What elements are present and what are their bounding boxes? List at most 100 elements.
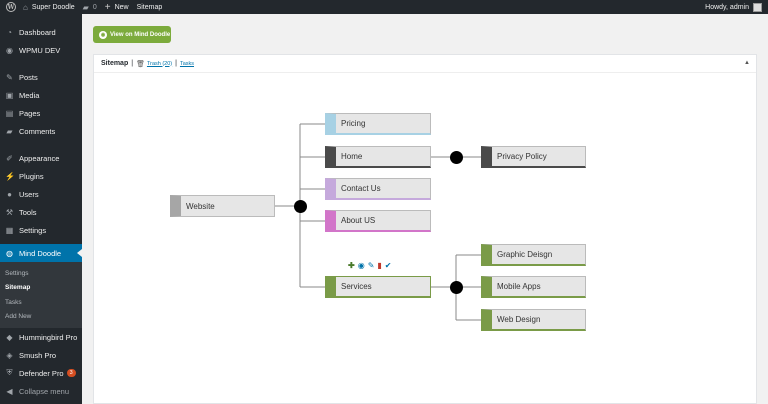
- menu-hummingbird[interactable]: ◆Hummingbird Pro: [0, 328, 82, 346]
- view-button-label: View on Mind Doodle: [110, 31, 171, 38]
- tasks-link[interactable]: Tasks: [179, 60, 195, 67]
- mindmap-node-contact[interactable]: Contact Us: [325, 178, 431, 200]
- node-label: Graphic Deisgn: [497, 250, 553, 259]
- mindmap-node-services[interactable]: Services: [325, 276, 431, 298]
- media-icon: ▣: [5, 90, 14, 100]
- node-label: Home: [341, 152, 363, 161]
- submenu-tasks[interactable]: Tasks: [5, 298, 22, 306]
- collapse-menu-button[interactable]: ◀ Collapse menu: [0, 382, 82, 400]
- mindmap-node-mobile-apps[interactable]: Mobile Apps: [481, 276, 586, 298]
- node-label: Privacy Policy: [497, 152, 547, 161]
- comments-link[interactable]: ▰ 0: [83, 3, 97, 12]
- comment-icon: ▰: [6, 126, 13, 136]
- node-label: Website: [186, 201, 215, 211]
- view-on-mind-doodle-button[interactable]: ◉ View on Mind Doodle: [93, 26, 171, 43]
- wpmudev-icon: ◉: [6, 45, 13, 55]
- panel-header: Sitemap | 🗑 Trash (20) | Tasks ▲: [94, 55, 756, 73]
- menu-label: Tools: [19, 207, 37, 217]
- mindmap-node-about[interactable]: About US: [325, 210, 431, 232]
- admin-sidebar: ◔ Dashboard ◉ WPMU DEV ✎Posts ▣ Media ▤ Page…: [0, 14, 82, 404]
- wrench-icon: ⚒: [5, 207, 14, 217]
- menu-settings[interactable]: ▦ Settings: [0, 221, 82, 239]
- menu-label: Settings: [19, 225, 47, 235]
- site-name: Super Doodle: [31, 3, 75, 11]
- avatar: [753, 2, 762, 12]
- add-child-icon[interactable]: ✚: [348, 261, 355, 270]
- mindmap-node-graphic-design[interactable]: Graphic Deisgn: [481, 244, 586, 266]
- menu-plugins[interactable]: ⚡ Plugins: [0, 167, 82, 185]
- submenu-settings[interactable]: Settings: [5, 269, 29, 277]
- trash-link[interactable]: Trash (20): [146, 60, 173, 67]
- sitemap-link[interactable]: Sitemap: [136, 3, 163, 11]
- plus-icon: +: [104, 1, 111, 13]
- menu-label: Smush Pro: [19, 350, 57, 360]
- menu-label: Comments: [19, 126, 56, 136]
- mindmap-node-privacy-policy[interactable]: Privacy Policy: [481, 146, 586, 168]
- comment-icon: ▰: [82, 2, 89, 12]
- mind-doodle-submenu: Settings Sitemap Tasks Add New: [0, 262, 82, 328]
- menu-media[interactable]: ▣ Media: [0, 86, 82, 104]
- mindmap-node-pricing[interactable]: Pricing: [325, 113, 431, 135]
- collapse-icon: ◀: [6, 386, 13, 396]
- menu-pages[interactable]: ▤ Pages: [0, 104, 82, 122]
- menu-comments[interactable]: ▰ Comments: [0, 122, 82, 140]
- site-name-link[interactable]: ⌂ Super Doodle: [23, 3, 75, 12]
- defender-icon: ⛨: [6, 368, 13, 377]
- menu-appearance[interactable]: ✐Appearance: [0, 149, 82, 167]
- mindmap-node-web-design[interactable]: Web Design: [481, 309, 586, 331]
- user-icon: ●: [7, 189, 12, 199]
- menu-label: Users: [19, 189, 39, 199]
- menu-wpmudev[interactable]: ◉ WPMU DEV: [0, 41, 82, 59]
- node-label: Pricing: [341, 119, 366, 128]
- menu-label: Appearance: [19, 153, 60, 163]
- menu-label: WPMU DEV: [19, 45, 61, 55]
- junction-dot: [450, 281, 463, 294]
- wordpress-logo-icon[interactable]: W: [6, 2, 16, 12]
- view-icon[interactable]: ◉: [357, 261, 365, 270]
- admin-bar: W ⌂ Super Doodle ▰ 0 + New Sitemap Howdy…: [0, 0, 768, 14]
- howdy-text: Howdy, admin: [705, 3, 749, 11]
- trash-icon: 🗑: [136, 60, 145, 68]
- junction-dot: [294, 200, 307, 213]
- mindmap-node-website[interactable]: Website: [170, 195, 275, 217]
- menu-label: Dashboard: [19, 27, 56, 37]
- menu-posts[interactable]: ✎Posts: [0, 68, 82, 86]
- dashboard-icon: ◔: [7, 27, 12, 37]
- update-badge: 3: [66, 369, 76, 377]
- menu-dashboard[interactable]: ◔ Dashboard: [0, 23, 82, 41]
- panel-title: Sitemap: [101, 60, 129, 67]
- node-label: Services: [341, 282, 372, 291]
- account-menu[interactable]: Howdy, admin: [705, 2, 762, 12]
- collapse-panel-icon[interactable]: ▲: [744, 60, 750, 66]
- settings-icon: ▦: [5, 225, 14, 235]
- pages-icon: ▤: [5, 108, 14, 118]
- delete-icon[interactable]: ▮: [377, 261, 382, 270]
- mindmap-node-home[interactable]: Home: [325, 146, 431, 168]
- new-content-link[interactable]: + New: [105, 2, 129, 13]
- menu-label: Defender Pro: [19, 368, 64, 378]
- home-icon: ⌂: [23, 2, 28, 12]
- menu-label: Plugins: [19, 171, 44, 181]
- node-label: Web Design: [497, 315, 541, 324]
- new-label: New: [114, 3, 129, 11]
- menu-mind-doodle[interactable]: ◍Mind Doodle: [0, 244, 82, 262]
- plugin-icon: ⚡: [5, 171, 15, 181]
- submenu-sitemap[interactable]: Sitemap: [5, 284, 31, 292]
- submenu-add-new[interactable]: Add New: [5, 313, 32, 321]
- node-label: Contact Us: [341, 184, 381, 193]
- menu-tools[interactable]: ⚒ Tools: [0, 203, 82, 221]
- menu-smush[interactable]: ◈Smush Pro: [0, 346, 82, 364]
- edit-icon[interactable]: ✎: [367, 261, 375, 270]
- menu-label: Collapse menu: [19, 386, 70, 396]
- node-label: About US: [341, 216, 376, 225]
- comments-count: 0: [92, 3, 97, 11]
- menu-label: Posts: [19, 72, 38, 82]
- menu-users[interactable]: ● Users: [0, 185, 82, 203]
- node-label: Mobile Apps: [497, 282, 541, 291]
- menu-label: Media: [19, 90, 40, 100]
- check-icon[interactable]: ✔: [384, 261, 392, 270]
- junction-dot: [450, 151, 463, 164]
- menu-label: Mind Doodle: [19, 248, 62, 258]
- menu-label: Pages: [19, 108, 41, 118]
